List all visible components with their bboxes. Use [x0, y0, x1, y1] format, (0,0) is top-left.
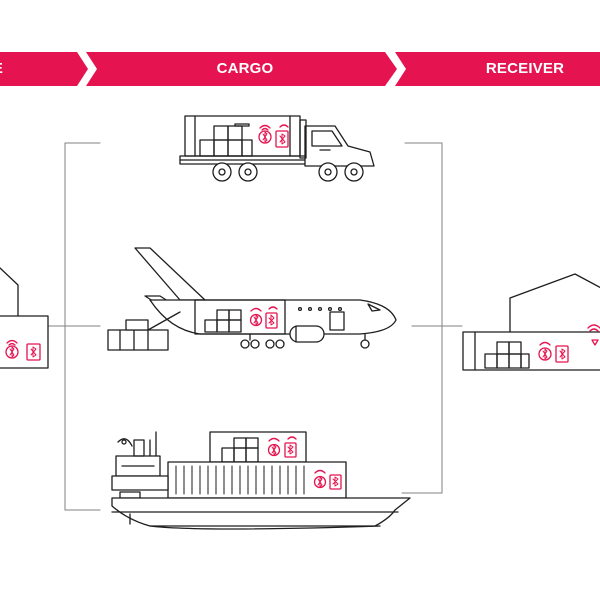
- ground-cargo: [107, 311, 181, 351]
- stage-shape-origin: [0, 52, 88, 86]
- stage-shape-cargo: [86, 52, 397, 86]
- cabin-windows: [297, 306, 343, 312]
- tracker-device: [538, 324, 600, 363]
- cargo-ship: [111, 431, 411, 530]
- cargo-boxes: [484, 341, 530, 369]
- stage-label-cargo: CARGO: [216, 60, 274, 77]
- truck-wheels: [212, 162, 364, 182]
- stage-label-receiver: RECEIVER: [485, 60, 565, 77]
- tracker-device: [313, 469, 342, 490]
- airplane: [107, 247, 397, 351]
- connector-lines: [47, 142, 463, 511]
- receiver-warehouse: [462, 273, 600, 371]
- stage-banner: [0, 52, 600, 86]
- stage-shape-receiver: [395, 52, 600, 86]
- container-ribs: [175, 465, 305, 495]
- tracker-device: [249, 306, 278, 329]
- truck: [179, 115, 375, 182]
- cargo-boxes: [204, 309, 242, 333]
- stage-label-origin: E: [0, 57, 8, 81]
- tracker-device: [258, 124, 289, 148]
- origin-warehouse: [0, 267, 49, 369]
- tracker-device: [267, 436, 297, 458]
- tracker-device: [5, 339, 41, 361]
- landing-gear: [240, 333, 370, 349]
- cargo-boxes: [199, 123, 253, 157]
